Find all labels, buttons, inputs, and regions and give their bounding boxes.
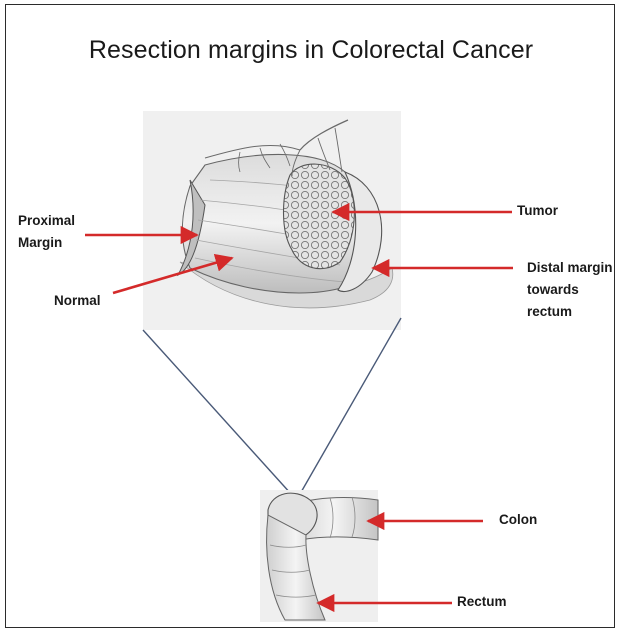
label-normal: Normal (54, 290, 101, 312)
label-distal-margin: Distal margin towards rectum (527, 257, 613, 323)
label-proximal-margin: Proximal Margin (18, 210, 75, 254)
label-colon: Colon (499, 509, 537, 531)
zoom-connector-right (300, 318, 401, 494)
label-tumor: Tumor (517, 200, 558, 222)
label-rectum: Rectum (457, 591, 507, 613)
zoom-connector-left (143, 330, 292, 495)
